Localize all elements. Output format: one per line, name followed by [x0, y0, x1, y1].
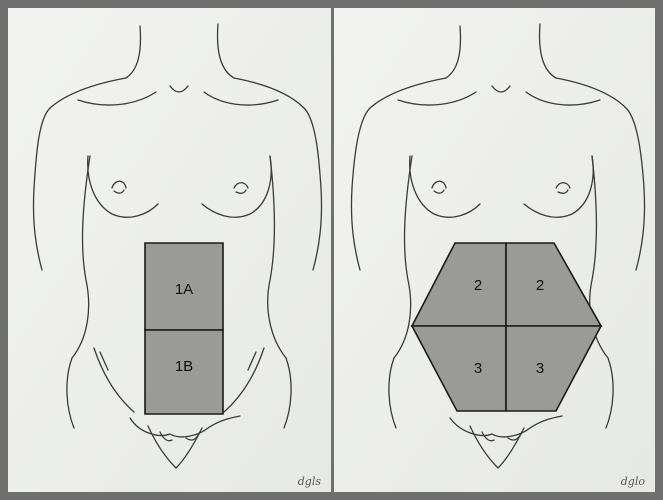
left-diagram-panel: 1A 1B dgls	[8, 8, 331, 492]
region-label-1b: 1B	[175, 358, 193, 375]
left-region-group: 1A 1B	[145, 243, 223, 414]
right-diagram-panel: 2 2 3 3 dglo	[334, 8, 655, 492]
signature-left: dgls	[298, 475, 321, 488]
region-label-2-left: 2	[474, 277, 482, 294]
right-diagram-svg: 2 2 3 3	[334, 8, 655, 492]
region-label-3-right: 3	[536, 360, 544, 377]
region-label-1a: 1A	[175, 281, 193, 298]
left-diagram-svg: 1A 1B	[8, 8, 331, 492]
signature-right: dglo	[621, 475, 645, 488]
region-label-3-left: 3	[474, 360, 482, 377]
region-label-2-right: 2	[536, 277, 544, 294]
